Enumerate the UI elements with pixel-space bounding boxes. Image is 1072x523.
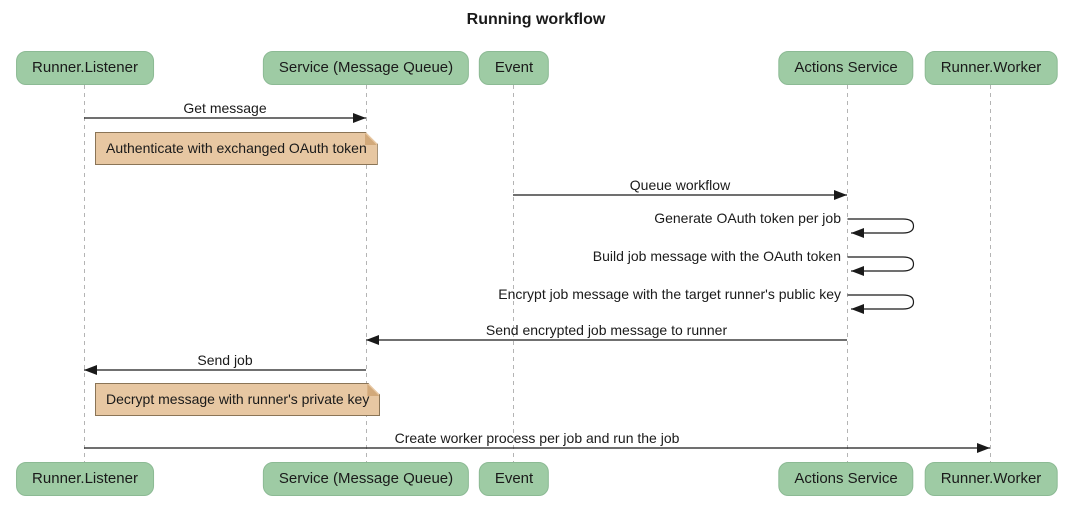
label-queue-workflow: Queue workflow xyxy=(629,177,731,193)
actor-top-runner-worker: Runner.Worker xyxy=(924,51,1058,85)
note-authenticate: Authenticate with exchanged OAuth token xyxy=(95,132,378,165)
label-create-worker-process: Create worker process per job and run th… xyxy=(394,430,680,446)
label-get-message: Get message xyxy=(183,100,267,116)
note-authenticate-text: Authenticate with exchanged OAuth token xyxy=(106,140,367,156)
note-decrypt: Decrypt message with runner's private ke… xyxy=(95,383,380,416)
actor-bottom-runner-worker: Runner.Worker xyxy=(924,462,1058,496)
actor-bottom-runner-listener: Runner.Listener xyxy=(16,462,154,496)
label-send-job: Send job xyxy=(197,352,253,368)
actor-top-runner-listener: Runner.Listener xyxy=(16,51,154,85)
note-decrypt-text: Decrypt message with runner's private ke… xyxy=(106,391,370,407)
actor-bottom-service-message-queue: Service (Message Queue) xyxy=(262,462,470,496)
diagram-title: Running workflow xyxy=(466,11,606,28)
label-encrypt-job-message: Encrypt job message with the target runn… xyxy=(498,286,841,302)
selfloop-generate-oauth xyxy=(847,218,915,238)
actor-top-service-message-queue: Service (Message Queue) xyxy=(262,51,470,85)
actor-top-event: Event xyxy=(478,51,550,85)
label-build-job-message: Build job message with the OAuth token xyxy=(592,248,841,264)
selfloop-encrypt-job-message xyxy=(847,294,915,314)
actor-top-actions-service: Actions Service xyxy=(778,51,914,85)
selfloop-build-job-message xyxy=(847,256,915,276)
actor-bottom-actions-service: Actions Service xyxy=(778,462,914,496)
actor-bottom-event: Event xyxy=(478,462,550,496)
label-generate-oauth: Generate OAuth token per job xyxy=(654,210,841,226)
label-send-encrypted-job-message: Send encrypted job message to runner xyxy=(485,322,728,338)
